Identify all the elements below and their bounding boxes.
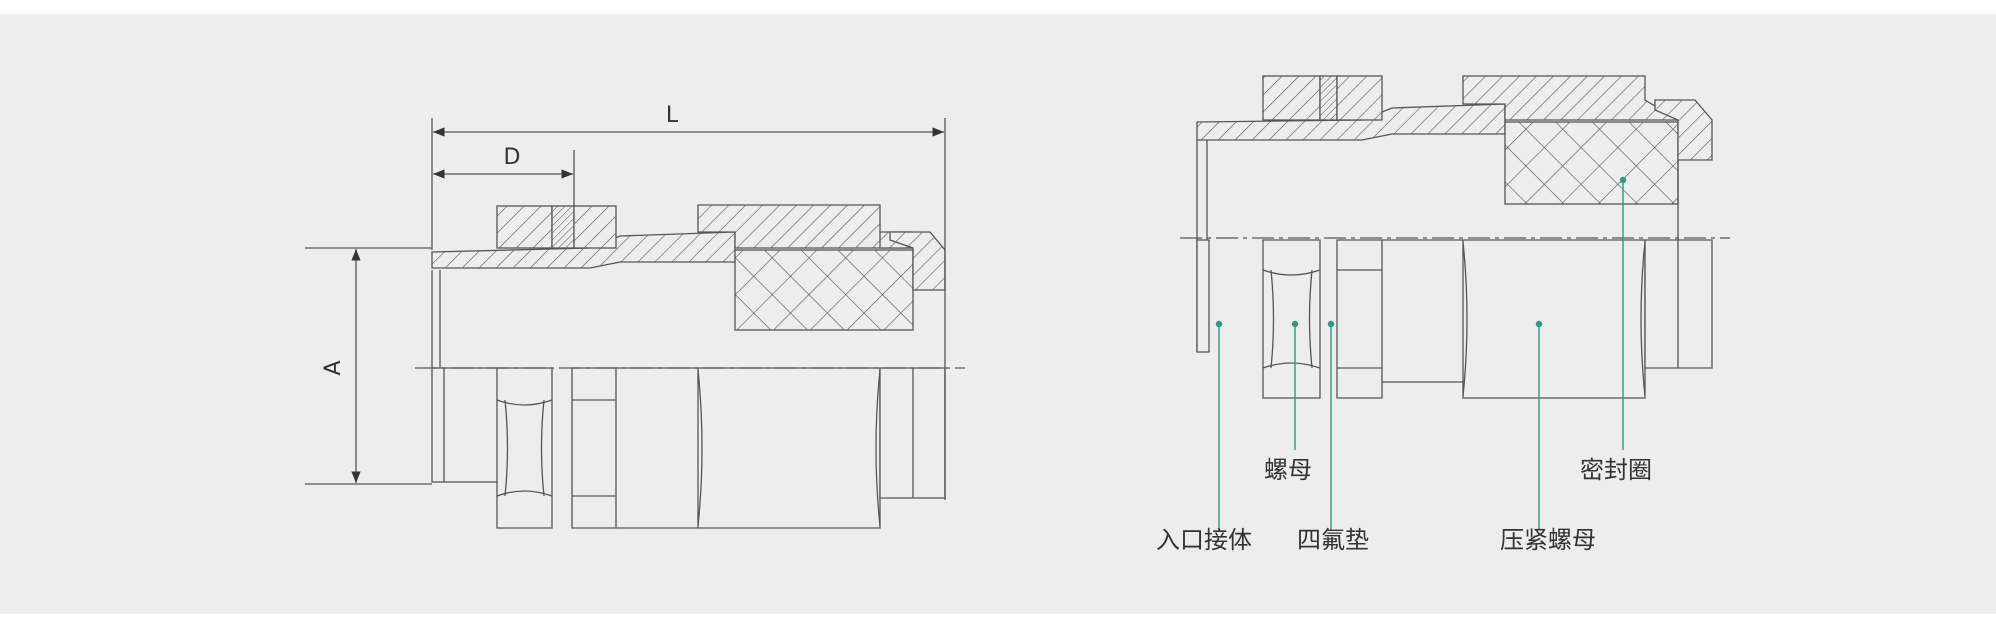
right-gasket-view xyxy=(1336,239,1383,399)
dim-a-label: A xyxy=(321,360,346,375)
left-nut-section xyxy=(496,205,553,249)
left-seal-ring-section xyxy=(734,249,914,331)
left-nut-hex-faces xyxy=(496,399,553,497)
left-compression-nut-curves xyxy=(697,369,881,527)
right-nut-hex xyxy=(1262,239,1321,399)
leader-dot-seal-ring xyxy=(1619,176,1627,184)
leader-dot-inlet-body xyxy=(1215,320,1223,328)
left-compression-nut-view xyxy=(697,367,881,529)
dim-d-label: D xyxy=(504,145,521,170)
right-compression-nut-curves xyxy=(1462,241,1646,397)
left-gasket-view xyxy=(571,367,617,529)
right-compression-nut-section xyxy=(1462,75,1681,121)
right-seal-ring-section xyxy=(1504,121,1679,205)
left-nut-hex xyxy=(496,367,553,529)
right-gasket-lines xyxy=(1337,269,1382,369)
right-compression-nut-view xyxy=(1462,239,1646,399)
left-compression-nut-section xyxy=(697,204,913,249)
right-nut-section xyxy=(1262,75,1321,121)
leader-dot-nut xyxy=(1291,320,1299,328)
label-seal-ring: 密封圈 xyxy=(1580,456,1652,484)
right-end-cap-section xyxy=(1654,99,1713,161)
dim-l-label: L xyxy=(666,103,679,128)
left-body-hex-section xyxy=(573,205,617,249)
left-end-cap-section xyxy=(889,231,946,291)
label-nut: 螺母 xyxy=(1264,456,1312,484)
label-ptfe-gasket: 四氟垫 xyxy=(1297,526,1369,554)
label-inlet-body: 入口接体 xyxy=(1156,526,1252,554)
left-gasket-lines xyxy=(572,399,616,497)
right-thread-end xyxy=(1196,239,1210,353)
right-body-hex-section xyxy=(1336,75,1383,121)
label-compression-nut: 压紧螺母 xyxy=(1500,526,1596,554)
right-gasket-section xyxy=(1319,75,1338,121)
leader-dot-compression-nut xyxy=(1535,320,1543,328)
left-thread-end xyxy=(431,367,445,483)
right-drawing: 螺母 密封圈 入口接体 四氟垫 压紧螺母 xyxy=(1156,75,1730,554)
right-nut-hex-faces xyxy=(1262,269,1321,369)
left-gasket-section xyxy=(551,205,575,249)
left-drawing: L D A xyxy=(305,103,965,529)
leader-dot-ptfe-gasket xyxy=(1327,320,1335,328)
